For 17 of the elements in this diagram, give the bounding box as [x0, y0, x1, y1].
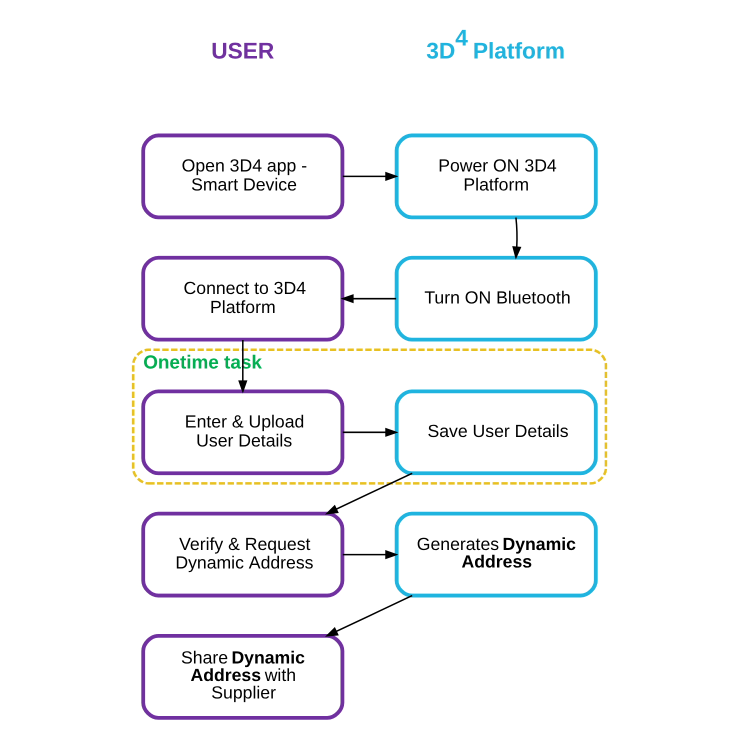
arrow — [340, 294, 396, 304]
arrow — [324, 594, 412, 637]
node-box: Connect to 3D4 Platform — [141, 256, 344, 342]
node-box: Verify & Request Dynamic Address — [141, 512, 344, 598]
node-box: Turn ON Bluetooth — [394, 256, 598, 342]
node-box: Save User Details — [394, 389, 598, 476]
node-box: Share Dynamic Address with Supplier — [141, 634, 344, 720]
label: USER — [211, 37, 274, 64]
node-box: Open 3D4 app - Smart Device — [141, 134, 344, 220]
arrow — [342, 428, 398, 437]
arrow — [324, 472, 412, 514]
node-box: Generates Dynamic Address — [394, 512, 598, 598]
arrow — [342, 172, 398, 181]
arrow — [342, 550, 398, 560]
node-box: Enter & Upload User Details — [141, 389, 344, 476]
arrow — [512, 217, 522, 260]
node-box: Power ON 3D4 Platform — [394, 134, 598, 220]
